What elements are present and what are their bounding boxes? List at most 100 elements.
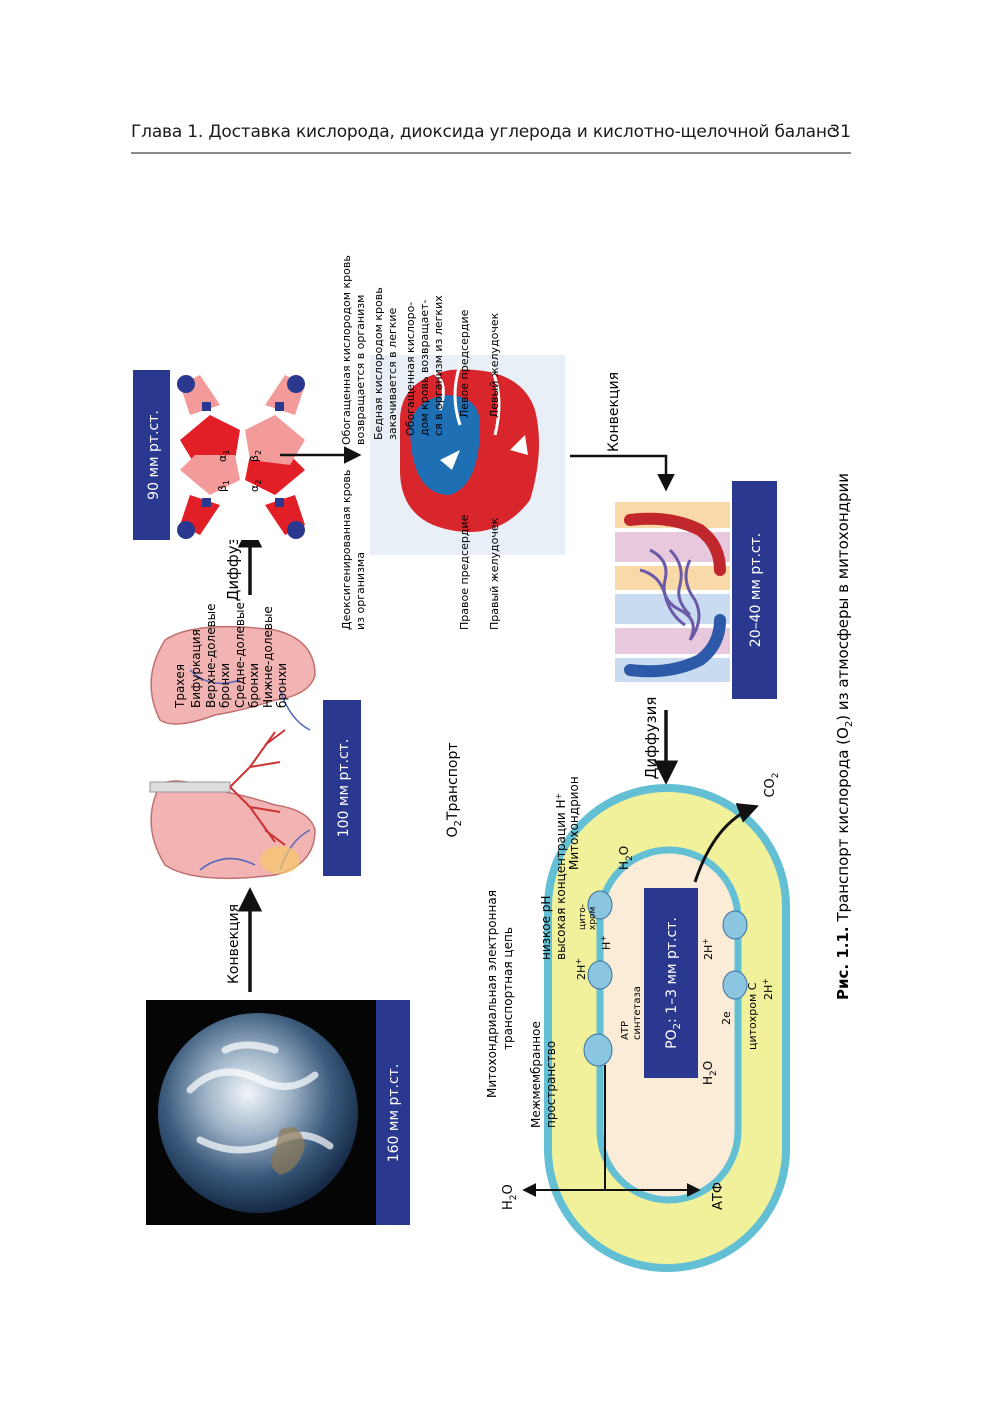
heart-flow-arrow-2	[510, 435, 528, 455]
heart-label-right-ventricle: Правый желудочек	[488, 517, 501, 630]
mito-label-intermembrane-1: Межмембранное	[529, 1021, 543, 1128]
mito-label-h2o-top: H2O	[617, 846, 635, 870]
o2-molecule-4	[287, 521, 305, 539]
hemoglobin-arms-top	[180, 375, 305, 415]
lung-label-lower-2: бронхи	[275, 663, 289, 708]
lung-label-middle-2: бронхи	[247, 663, 261, 708]
hb-beta1-label: β1	[216, 480, 231, 492]
capillaries-panel: 20–40 мм рт.ст.	[615, 481, 777, 699]
mito-label-h-plus: H+	[599, 935, 613, 950]
mito-label-2h-3: 2H+	[761, 978, 775, 1000]
heart-label-poor-2: закачивается в легкие	[386, 307, 399, 440]
heart-label-left-ventricle: Левый желудочек	[488, 312, 501, 418]
convection-arrow-2	[570, 454, 675, 492]
heart-label-right-atrium: Правое предсердие	[458, 514, 471, 630]
heart-right-side	[410, 395, 480, 495]
mito-labels: Митохондриальная электронная транспортна…	[485, 776, 775, 1128]
header-rule	[131, 152, 851, 154]
co2-label: CO2	[763, 772, 781, 797]
complex-protein-4	[722, 910, 748, 940]
capillary-network	[639, 548, 701, 641]
o2-molecule-2	[287, 375, 305, 393]
co2-arrow	[693, 803, 759, 883]
mito-label-2h-2: 2H+	[701, 938, 715, 960]
figure-1-1: 160 мм рт.ст. Конвекция 100 мм рт.ст. Тр…	[130, 170, 870, 1410]
heart-panel	[370, 355, 565, 555]
mito-label-h2o-inner: H2O	[701, 1061, 719, 1085]
heart-label-enriched-1: Обогащенная кислоро-	[404, 302, 417, 436]
mito-label-etc-2: транспортная цепь	[501, 927, 515, 1050]
bronchi-tree	[229, 729, 286, 846]
lung-label-upper-2: бронхи	[218, 663, 232, 708]
hemoglobin-subunit-beta2	[245, 415, 305, 465]
heart-label-deoxygenated-1: Деоксигенированная кровь	[340, 470, 353, 630]
complex-protein-1	[587, 960, 613, 990]
stage-lungs-bar	[323, 700, 361, 876]
hemoglobin-subunit-alpha1	[180, 415, 240, 465]
mito-label-low-ph: низкое pH	[539, 896, 553, 960]
mito-label-intermembrane-2: пространство	[544, 1041, 558, 1128]
lung-label-trachea: Трахея	[173, 664, 187, 709]
hb-beta2-label: β2	[248, 450, 263, 462]
mito-label-high-h: высокая концентрации H+	[554, 793, 568, 960]
stage-capillaries-label: 20–40 мм рт.ст.	[748, 533, 764, 647]
stage-atmosphere-label: 160 мм рт.ст.	[386, 1064, 402, 1163]
page-number: 31	[829, 122, 851, 142]
heart-label-enriched-2: дом кровь возвращает-	[418, 300, 431, 436]
mito-label-2h-1: 2H+	[574, 958, 588, 980]
capillary-tissue-band-3	[615, 566, 730, 590]
o2-transport-label: O2Транспорт	[445, 742, 464, 837]
heme-iron-4	[275, 498, 284, 507]
heme-iron-1	[202, 402, 211, 411]
o2-molecule-1	[177, 375, 195, 393]
earth-image	[158, 1013, 358, 1213]
hb-alpha1-label: α1	[216, 450, 231, 462]
atmosphere-panel: 160 мм рт.ст.	[146, 1000, 410, 1225]
heart-flow-arrow-1	[440, 450, 460, 470]
mito-label-2e: 2e	[720, 1011, 733, 1025]
mito-label-etc-1: Митохондриальная электронная	[485, 890, 499, 1098]
heart-label-enriched-3: ся в организм из легких	[432, 295, 445, 436]
heart-label-deoxygenated-2: из организма	[354, 552, 367, 630]
heme-iron-3	[202, 498, 211, 507]
complex-protein-3	[722, 970, 748, 1000]
figure-caption: Рис. 1.1. Транспорт кислорода (O2) из ат…	[834, 473, 855, 1000]
stage-atmosphere-bar	[376, 1000, 410, 1225]
capillary-tissue-band-4	[615, 594, 730, 624]
lung-label-middle-1: Средне-долевые	[233, 602, 247, 708]
heart-label-oxygenated-2: возвращается в организм	[354, 295, 367, 445]
lung-label-lower-1: Нижне-долевые	[261, 606, 275, 708]
arteriole	[624, 512, 726, 576]
atp-synthase-protein	[583, 1033, 613, 1067]
mito-label-mitochondrion: Митохондрион	[567, 776, 581, 870]
lungs-panel: 100 мм рт.ст.	[149, 625, 361, 880]
chapter-title: Глава 1. Доставка кислорода, диоксида уг…	[131, 122, 836, 142]
lung-label-upper-1: Верхне-долевые	[204, 603, 218, 708]
output-label-atf: АТФ	[711, 1182, 726, 1210]
convection-label-1: Конвекция	[226, 904, 242, 984]
o2-molecule-3	[177, 521, 195, 539]
stage-lungs-label: 100 мм рт.ст.	[336, 739, 352, 838]
venule	[624, 614, 726, 678]
heart-vessels	[429, 364, 501, 436]
stage-mitochondrion-label: PO2: 1–3 мм рт.ст.	[664, 917, 683, 1049]
heme-iron-2	[275, 402, 284, 411]
output-label-h2o: H2O	[501, 1184, 519, 1210]
mito-label-cyto-chrom-2: хром	[588, 907, 598, 930]
heart-labels: Обогащенная кислородом кровь возвращаетс…	[340, 255, 501, 630]
hemoglobin-subunit-beta1	[180, 455, 240, 495]
hemoglobin-arms-bottom	[180, 495, 305, 535]
mito-label-atp-synthase-2: синтетаза	[632, 986, 643, 1040]
mito-label-cyto-chrom-1: цито-	[578, 904, 588, 930]
lung-lower-lobe-highlight	[260, 846, 300, 874]
lung-label-bifurcation: Бифуркация	[189, 629, 203, 708]
earth-land	[271, 1127, 305, 1175]
hb-alpha2-label: α2	[248, 480, 263, 492]
diffusion-label-2: Диффузия	[642, 697, 660, 780]
stage-mitochondrion-box	[644, 888, 698, 1078]
heart-label-oxygenated-1: Обогащенная кислородом кровь	[340, 255, 353, 445]
stage-hemoglobin-bar	[133, 370, 170, 540]
convection-label-2: Конвекция	[606, 372, 622, 452]
mitochondrion-panel: PO2: 1–3 мм рт.ст.	[544, 784, 790, 1272]
complex-protein-2	[587, 890, 613, 920]
